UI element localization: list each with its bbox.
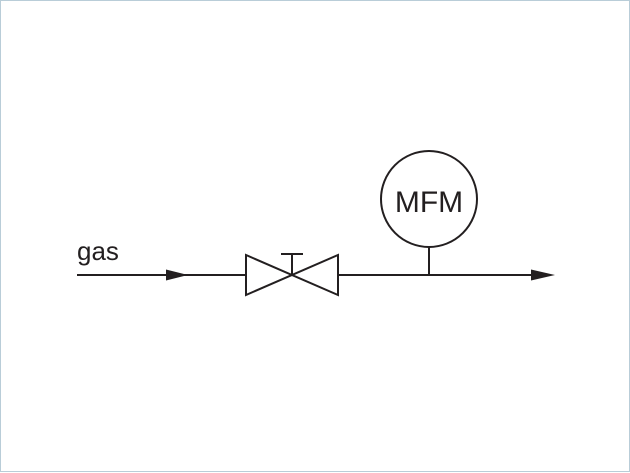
outlet-flow-arrow bbox=[531, 269, 555, 281]
mass-flow-meter-circle bbox=[380, 150, 478, 248]
inlet-label: gas bbox=[77, 236, 119, 266]
valve-body bbox=[245, 253, 339, 297]
meter-label: MFM bbox=[395, 186, 463, 219]
inlet-flow-arrow bbox=[166, 269, 188, 281]
valve-symbol bbox=[245, 253, 339, 297]
